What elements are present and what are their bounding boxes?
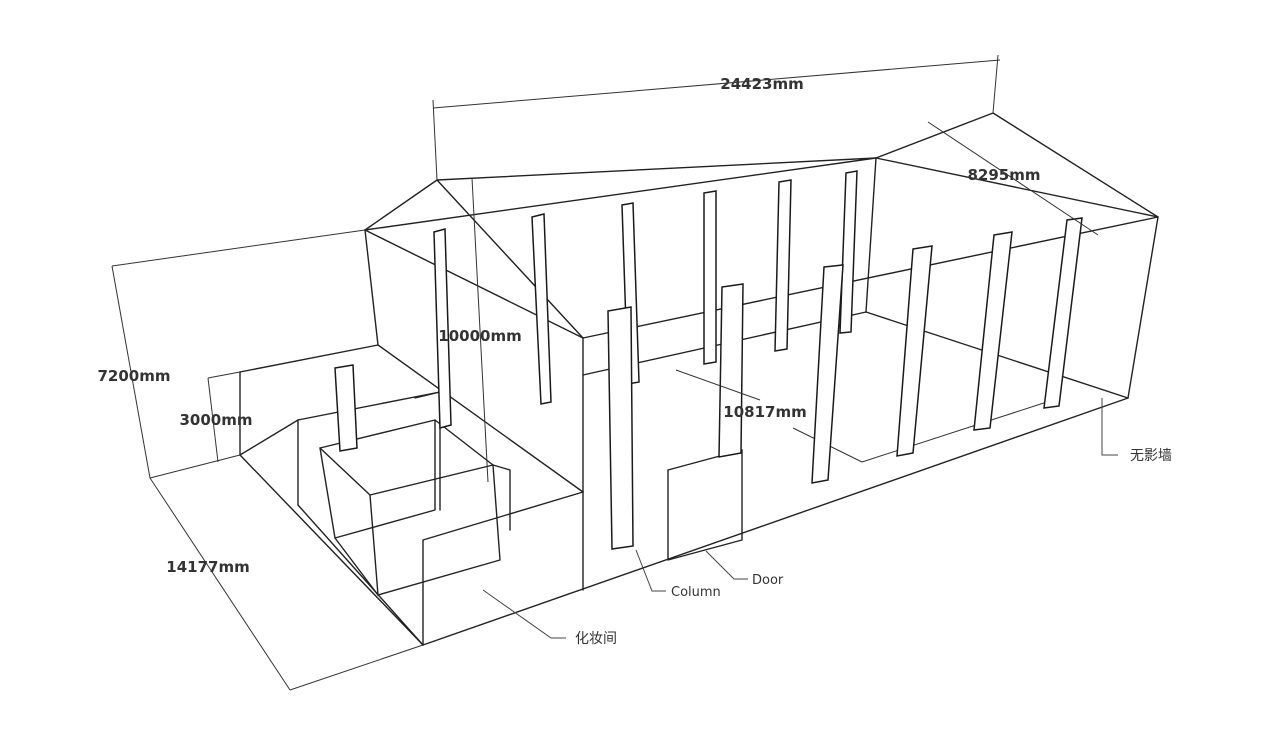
room-height-dim-line [207, 377, 219, 463]
roof-span-dim-line [927, 121, 1099, 236]
column-12 [1043, 217, 1083, 409]
length-dim-ext-right [992, 54, 999, 114]
wall-height-dim-line [111, 265, 151, 479]
width-ext-top [149, 454, 241, 479]
floor-front-edge [422, 397, 1129, 646]
wing-back-post [414, 391, 441, 511]
width-dimension-label: 14177mm [166, 558, 249, 576]
column-4 [703, 190, 717, 365]
wall-height-ext-top [111, 229, 366, 267]
length-dim-ext-left [432, 99, 438, 181]
spacing-dim-line [675, 369, 761, 401]
roof-right-gable [875, 112, 1159, 218]
door-label: Door [752, 573, 784, 588]
dressing-box-link-3 [334, 537, 379, 596]
door-frame [667, 449, 743, 561]
column-1 [433, 228, 452, 429]
front-eave [582, 216, 1159, 339]
length-dimension-label: 24423mm [720, 75, 803, 93]
column-10 [896, 245, 933, 457]
column-9 [811, 264, 844, 484]
dressing-box-back [319, 419, 436, 539]
wall-height-dimension-label: 7200mm [97, 367, 170, 385]
column-spacing-dimension-label: 10817mm [723, 403, 806, 421]
column-height-dimension-label: 10000mm [438, 327, 521, 345]
column-11 [973, 231, 1013, 431]
width-dim-line [149, 477, 291, 691]
building-frame [239, 112, 1159, 646]
dressing-room-leader [482, 589, 566, 639]
door-leader [705, 550, 748, 580]
leader-lines [482, 398, 1118, 639]
left-eave-link [364, 229, 584, 339]
backdrop-wall-label: 无影墙 [1130, 448, 1172, 464]
dimension-lines [111, 54, 1099, 691]
column-6 [839, 170, 858, 334]
width-ext-bottom [289, 644, 424, 691]
roof-span-dimension-label: 8295mm [967, 166, 1040, 184]
back-eave [364, 157, 877, 231]
wing-inner-edge [297, 419, 424, 646]
back-right-wall-edge [865, 157, 877, 313]
column-5 [774, 179, 792, 352]
roof-ridge [436, 112, 994, 181]
length-dim-line [432, 59, 1001, 109]
column-wing [334, 364, 358, 452]
column-2 [531, 213, 552, 405]
dressing-box-front [369, 464, 501, 596]
room-height-dimension-label: 3000mm [179, 411, 252, 429]
wing-roof-edge [239, 344, 584, 493]
column-leader [635, 549, 666, 592]
dressing-box-post [492, 464, 511, 531]
dressing-box-link-1 [319, 447, 371, 496]
backdrop-wall-leader [1101, 398, 1118, 456]
back-left-wall-edge [364, 229, 379, 346]
wing-inner-top [297, 391, 441, 421]
column-height-dim-line [471, 177, 489, 483]
column-7-front [607, 306, 634, 550]
right-wall-corner [1127, 216, 1159, 399]
column-label: Column [671, 585, 721, 600]
column-8 [718, 283, 744, 458]
dressing-room-label: 化妆间 [575, 631, 617, 647]
right-floor-line [861, 399, 1054, 463]
columns [334, 170, 1083, 550]
wing-front-wall [422, 491, 584, 646]
room-height-ext-top [207, 371, 241, 379]
wing-floor-edge [239, 419, 299, 456]
